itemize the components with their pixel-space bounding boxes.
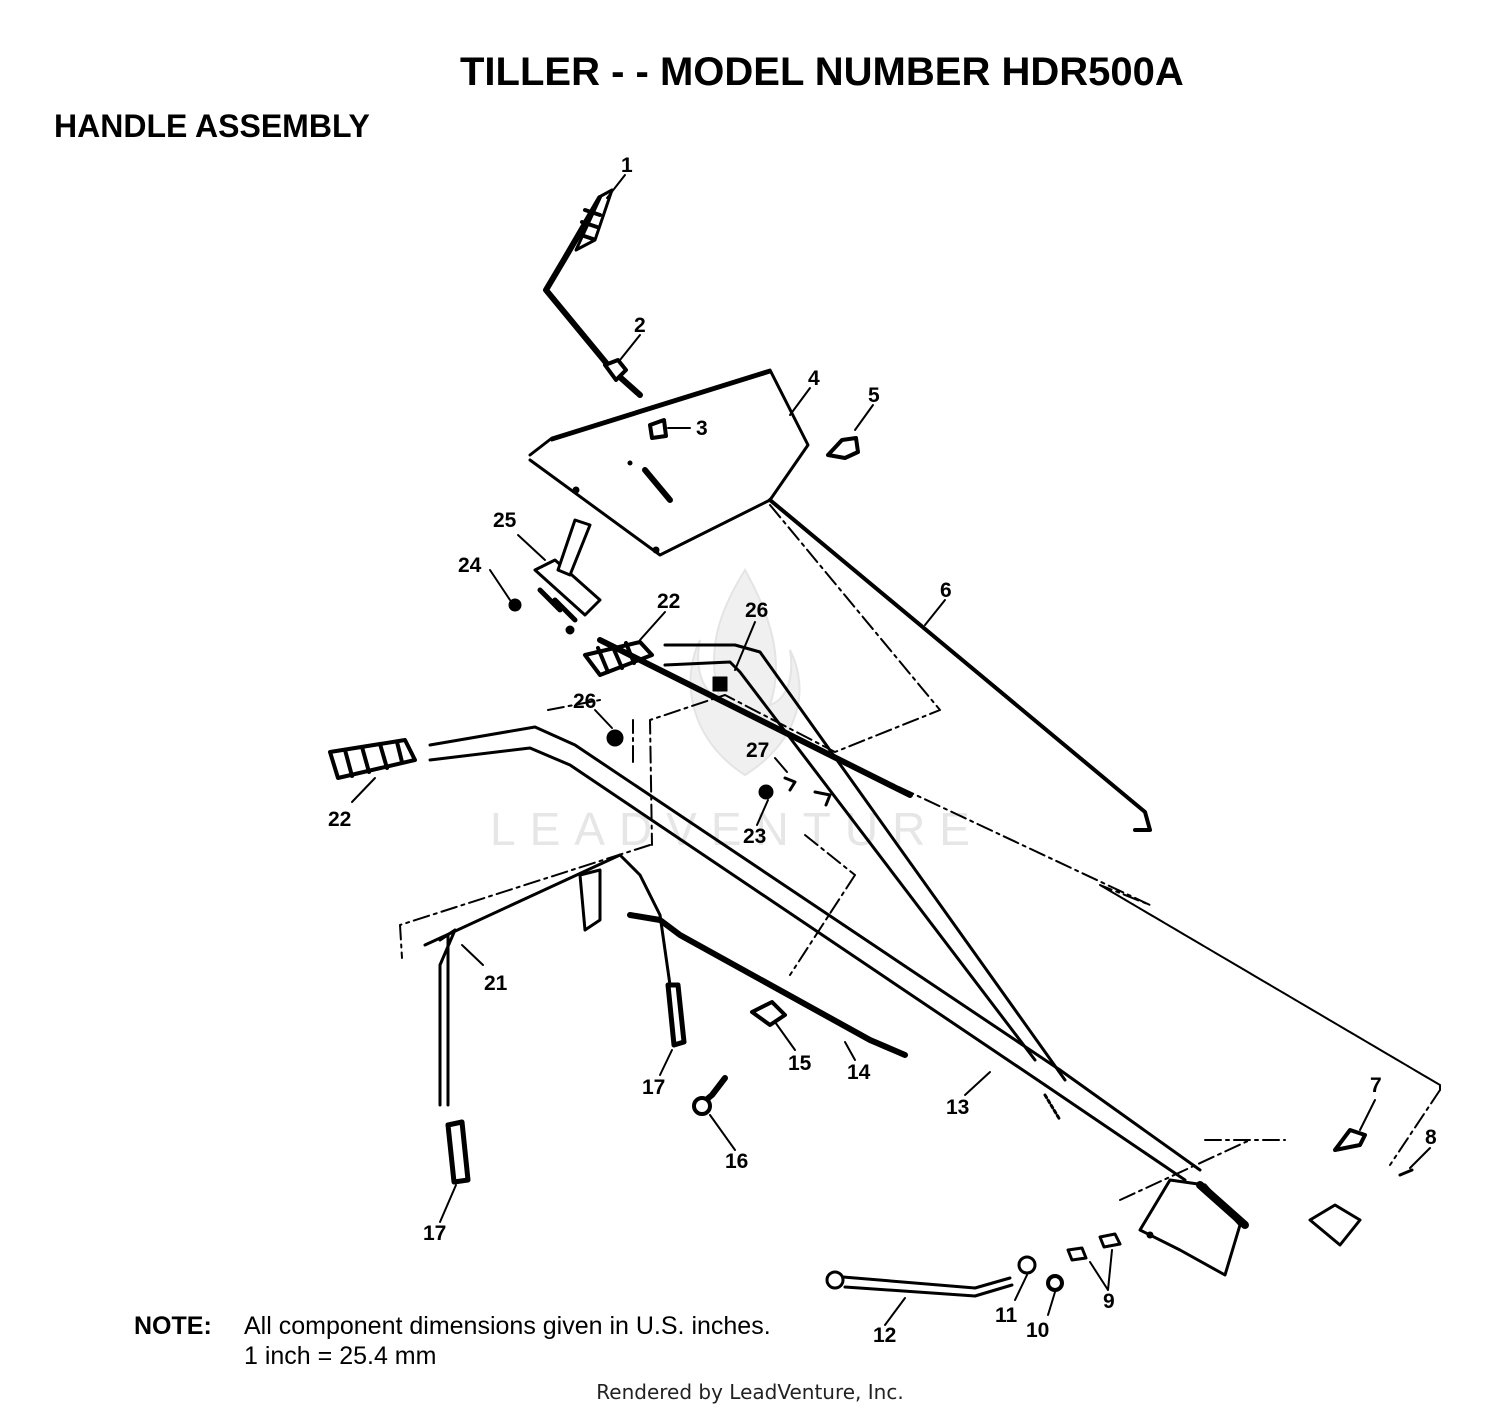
callout-23: 23 [743,825,766,848]
callout-24: 24 [458,554,482,577]
part-15-clamp [750,1000,787,1027]
part-27-clip [783,776,797,792]
callout-21: 21 [484,972,508,995]
part-11-washer [1017,1255,1037,1275]
frame-outline-lower [1119,1089,1441,1201]
part-16-bolt [692,1075,728,1116]
part-14-cable [627,912,908,1058]
section-title: HANDLE ASSEMBLY [54,108,370,144]
part-26-nut-upper [712,676,728,692]
callout-15: 15 [788,1052,812,1075]
part-9-washer-a [1066,1246,1088,1262]
part-7-bolt [1333,1128,1367,1152]
part-17-spring-left [445,1119,471,1185]
part-4-guard-plate [528,368,810,557]
callout-17-left: 17 [423,1222,446,1245]
callout-25: 25 [493,509,517,532]
handle-base-bracket [1138,1178,1249,1277]
callout-14: 14 [847,1061,871,1084]
mount-bracket [1308,1203,1362,1247]
callout-12: 12 [873,1324,896,1347]
callout-6: 6 [940,579,952,602]
footer-credit: Rendered by LeadVenture, Inc. [596,1380,904,1404]
callout-13: 13 [946,1096,969,1119]
callout-26-upper: 26 [745,599,768,622]
note-line-2: 1 inch = 25.4 mm [244,1342,437,1370]
part-9-washer-b [1098,1232,1122,1249]
part-21-depth-bar [423,853,672,1107]
callout-4: 4 [808,367,820,390]
part-13-handlebar [428,643,1202,1182]
part-12-adjust-lever [825,1270,1014,1298]
part-3-bolt [648,418,668,440]
callout-11: 11 [995,1304,1018,1327]
part-6-control-rod [768,498,1152,832]
part-8-pin [1398,1168,1414,1177]
callout-10: 10 [1026,1319,1049,1342]
part-23-nut [758,784,774,800]
callout-27: 27 [746,739,769,762]
part-5-bolt [826,436,860,460]
part-17-spring-right [665,982,687,1048]
callout-7: 7 [1370,1074,1382,1097]
watermark: LEADVENTURE [490,568,984,855]
callout-9: 9 [1103,1290,1115,1313]
note-label: NOTE: [134,1312,212,1340]
callout-17-right: 17 [642,1076,665,1099]
callout-16: 16 [725,1150,748,1173]
throttle-cable [597,637,913,798]
callout-2: 2 [634,314,646,337]
part-26-nut-lower [606,729,624,747]
part-22-left-grip [328,738,417,780]
callout-22-right: 22 [657,590,680,613]
page-title: TILLER - - MODEL NUMBER HDR500A [460,50,1184,94]
part-2-nut [603,358,628,382]
part-10-nut [1046,1274,1064,1292]
part-24-nut [508,598,522,612]
note-line-1: All component dimensions given in U.S. i… [244,1312,771,1340]
callout-22-left: 22 [328,808,351,831]
callout-26-lower: 26 [573,690,596,713]
leader-lines [351,174,1431,1326]
callout-3: 3 [696,417,708,440]
callout-8: 8 [1425,1126,1437,1149]
callout-1: 1 [621,154,633,177]
cable-clamp [813,790,832,807]
callout-labels: 1 2 3 4 5 6 7 8 9 10 11 12 13 14 15 16 1… [328,154,1437,1347]
callout-5: 5 [868,384,880,407]
watermark-text: LEADVENTURE [490,803,984,855]
part-1-throttle-rod [543,188,643,398]
part-25-control-bracket [533,518,602,635]
